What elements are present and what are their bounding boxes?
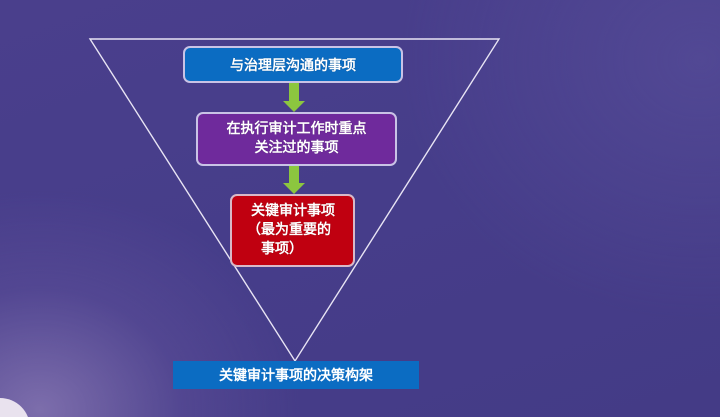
arrow-down-icon: [283, 83, 305, 112]
step-communicate-with-governance: 与治理层沟通的事项: [183, 46, 403, 83]
caption-text: 关键审计事项的决策构架: [219, 368, 373, 384]
step-3-text-line-1: 关键审计事项: [251, 203, 335, 219]
step-key-audit-matters: 关键审计事项 （最为重要的 事项）: [230, 194, 355, 267]
step-3-text-line-2: （最为重要的: [247, 222, 331, 238]
step-2-text-line-1: 在执行审计工作时重点: [226, 121, 367, 137]
arrow-down-icon: [283, 166, 305, 194]
diagram-caption: 关键审计事项的决策构架: [173, 361, 419, 389]
step-2-text-line-2: 关注过的事项: [254, 140, 339, 156]
step-1-text: 与治理层沟通的事项: [230, 57, 356, 74]
step-focused-matters: 在执行审计工作时重点 关注过的事项: [196, 112, 397, 166]
step-3-text-line-3: 事项）: [261, 241, 303, 257]
background-moon-decoration: [0, 398, 30, 417]
